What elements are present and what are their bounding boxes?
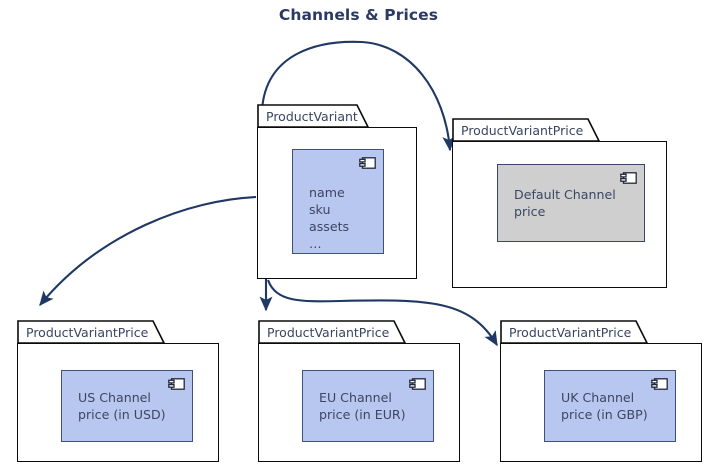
package-body-us-channel-price: US Channel price (in USD) (17, 343, 219, 462)
component-eu-channel-price[interactable]: EU Channel price (in EUR) (302, 370, 434, 442)
package-body-product-variant: name sku assets … (257, 127, 417, 279)
package-label-us-channel-price: ProductVariantPrice (26, 324, 149, 340)
package-uk-channel-price[interactable]: ProductVariantPrice UK Channel price (in… (500, 320, 702, 462)
component-label-us-channel-price: US Channel price (in USD) (78, 390, 166, 422)
package-us-channel-price[interactable]: ProductVariantPrice US Channel price (in… (17, 320, 219, 462)
component-us-channel-price[interactable]: US Channel price (in USD) (61, 370, 193, 442)
component-icon (168, 378, 185, 390)
package-tab-eu-channel-price: ProductVariantPrice (258, 320, 406, 344)
package-label-uk-channel-price: ProductVariantPrice (509, 324, 632, 340)
package-body-uk-channel-price: UK Channel price (in GBP) (500, 343, 702, 462)
component-label-product-variant: name sku assets … (309, 185, 350, 251)
package-label-default-channel-price: ProductVariantPrice (461, 122, 584, 138)
connector-variant-to-us (39, 195, 257, 306)
package-tab-product-variant: ProductVariant (257, 104, 369, 128)
component-icon (409, 378, 426, 390)
page-title: Channels & Prices (278, 6, 439, 24)
package-eu-channel-price[interactable]: ProductVariantPrice EU Channel price (in… (258, 320, 460, 462)
component-product-variant-attributes[interactable]: name sku assets … (292, 149, 384, 254)
component-default-channel-price[interactable]: Default Channel price (497, 164, 645, 242)
component-label-default-channel-price: Default Channel price (514, 187, 616, 219)
package-tab-us-channel-price: ProductVariantPrice (17, 320, 165, 344)
component-label-eu-channel-price: EU Channel price (in EUR) (319, 390, 406, 422)
component-icon (620, 172, 637, 184)
package-default-channel-price[interactable]: ProductVariantPrice Default Channel pric… (452, 118, 667, 288)
package-tab-uk-channel-price: ProductVariantPrice (500, 320, 648, 344)
component-label-uk-channel-price: UK Channel price (in GBP) (561, 390, 648, 422)
package-body-eu-channel-price: EU Channel price (in EUR) (258, 343, 460, 462)
package-product-variant[interactable]: ProductVariant name sku assets … (257, 104, 417, 279)
component-icon (651, 378, 668, 390)
package-tab-default-channel-price: ProductVariantPrice (452, 118, 600, 142)
component-icon (359, 157, 376, 169)
package-label-eu-channel-price: ProductVariantPrice (267, 324, 390, 340)
component-uk-channel-price[interactable]: UK Channel price (in GBP) (544, 370, 676, 442)
package-label-product-variant: ProductVariant (266, 108, 358, 124)
package-body-default-channel-price: Default Channel price (452, 141, 667, 288)
